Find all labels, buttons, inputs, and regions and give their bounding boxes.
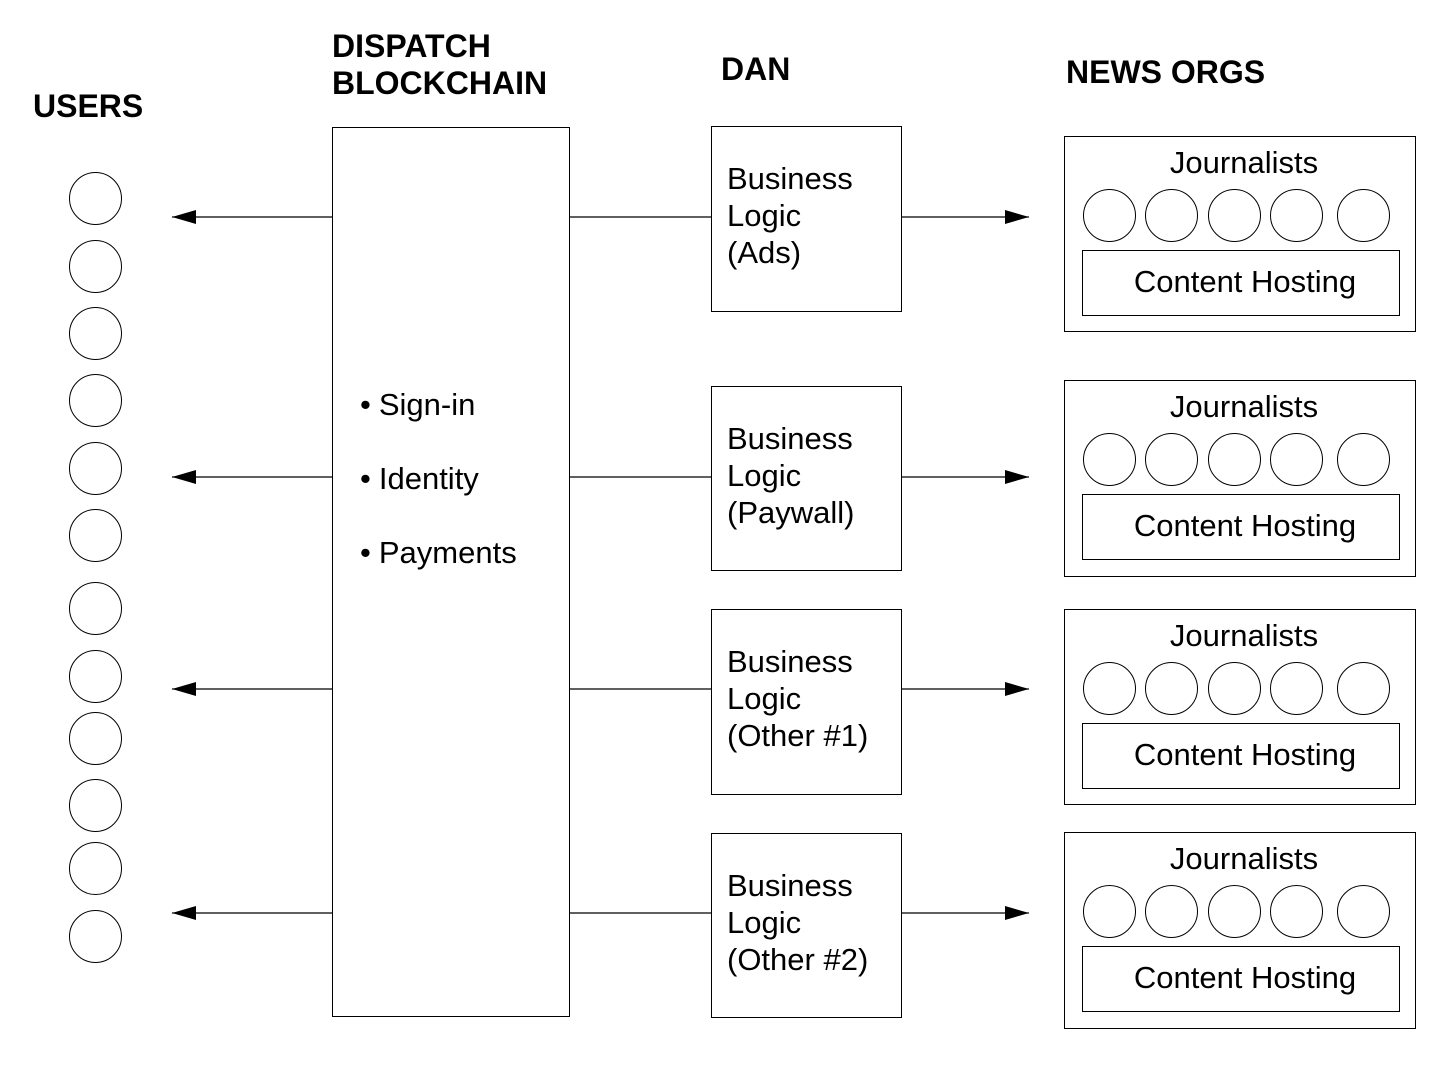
journalist-circle bbox=[1336, 884, 1390, 938]
content-hosting-label: Content Hosting bbox=[1133, 264, 1357, 299]
journalist-circle bbox=[1207, 432, 1261, 486]
business-logic-line3: (Paywall) bbox=[727, 495, 855, 530]
journalist-circle bbox=[1082, 661, 1136, 715]
business-logic-line1: Business bbox=[727, 161, 853, 196]
business-logic-line3: (Other #2) bbox=[727, 942, 869, 977]
business-logic-other1-box: Business Logic (Other #1) bbox=[711, 609, 902, 795]
user-circle bbox=[68, 239, 122, 293]
business-logic-label: Business Logic (Paywall) bbox=[727, 420, 854, 531]
user-circle bbox=[68, 441, 122, 495]
news-org-box: Journalists Content Hosting bbox=[1064, 609, 1416, 805]
blockchain-feature-list: Sign-in Identity Payments bbox=[360, 386, 517, 608]
journalist-circle bbox=[1082, 432, 1136, 486]
business-logic-line1: Business bbox=[727, 868, 853, 903]
journalists-label: Journalists bbox=[1169, 389, 1319, 424]
business-logic-line2: Logic bbox=[727, 198, 802, 233]
business-logic-ads-box: Business Logic (Ads) bbox=[711, 126, 902, 312]
business-logic-line2: Logic bbox=[727, 458, 802, 493]
journalists-label: Journalists bbox=[1169, 841, 1319, 876]
journalist-circle bbox=[1336, 188, 1390, 242]
blockchain-header: DISPATCH BLOCKCHAIN bbox=[332, 28, 547, 102]
content-hosting-label: Content Hosting bbox=[1133, 960, 1357, 995]
content-hosting-box: Content Hosting bbox=[1082, 946, 1400, 1012]
user-circle bbox=[68, 841, 122, 895]
content-hosting-box: Content Hosting bbox=[1082, 494, 1400, 560]
user-circle bbox=[68, 373, 122, 427]
journalist-circle bbox=[1144, 661, 1198, 715]
news-org-box: Journalists Content Hosting bbox=[1064, 380, 1416, 577]
dispatch-blockchain-box: Sign-in Identity Payments bbox=[332, 127, 570, 1017]
user-circle bbox=[68, 508, 122, 562]
news-org-box: Journalists Content Hosting bbox=[1064, 832, 1416, 1029]
journalist-circle bbox=[1144, 884, 1198, 938]
business-logic-line3: (Other #1) bbox=[727, 718, 869, 753]
business-logic-line3: (Ads) bbox=[727, 235, 802, 270]
business-logic-line1: Business bbox=[727, 421, 853, 456]
feature-payments: Payments bbox=[360, 534, 517, 608]
feature-sign-in: Sign-in bbox=[360, 386, 517, 460]
user-circle bbox=[68, 778, 122, 832]
user-circle bbox=[68, 909, 122, 963]
business-logic-line1: Business bbox=[727, 644, 853, 679]
journalist-circle bbox=[1269, 884, 1323, 938]
journalist-circle bbox=[1144, 432, 1198, 486]
journalist-circle bbox=[1269, 188, 1323, 242]
content-hosting-box: Content Hosting bbox=[1082, 250, 1400, 316]
business-logic-label: Business Logic (Other #2) bbox=[727, 867, 868, 978]
dan-header: DAN bbox=[721, 51, 791, 87]
user-circle bbox=[68, 306, 122, 360]
users-header: USERS bbox=[33, 88, 144, 124]
news-org-box: Journalists Content Hosting bbox=[1064, 136, 1416, 332]
business-logic-other2-box: Business Logic (Other #2) bbox=[711, 833, 902, 1018]
user-circle bbox=[68, 711, 122, 765]
journalist-circle bbox=[1082, 884, 1136, 938]
journalist-circle bbox=[1207, 661, 1261, 715]
content-hosting-label: Content Hosting bbox=[1133, 737, 1357, 772]
journalist-circle bbox=[1269, 432, 1323, 486]
business-logic-line2: Logic bbox=[727, 681, 802, 716]
journalist-circle bbox=[1336, 661, 1390, 715]
journalist-circle bbox=[1269, 661, 1323, 715]
business-logic-label: Business Logic (Other #1) bbox=[727, 643, 868, 754]
business-logic-line2: Logic bbox=[727, 905, 802, 940]
business-logic-label: Business Logic (Ads) bbox=[727, 160, 853, 271]
journalists-label: Journalists bbox=[1169, 145, 1319, 180]
journalist-circle bbox=[1336, 432, 1390, 486]
journalist-circle bbox=[1144, 188, 1198, 242]
content-hosting-label: Content Hosting bbox=[1133, 508, 1357, 543]
user-circle bbox=[68, 649, 122, 703]
journalist-circle bbox=[1207, 188, 1261, 242]
blockchain-header-line1: DISPATCH bbox=[332, 28, 491, 64]
news-orgs-header: NEWS ORGS bbox=[1066, 54, 1266, 90]
journalists-label: Journalists bbox=[1169, 618, 1319, 653]
feature-identity: Identity bbox=[360, 460, 517, 534]
business-logic-paywall-box: Business Logic (Paywall) bbox=[711, 386, 902, 571]
journalist-circle bbox=[1082, 188, 1136, 242]
journalist-circle bbox=[1207, 884, 1261, 938]
content-hosting-box: Content Hosting bbox=[1082, 723, 1400, 789]
user-circle bbox=[68, 581, 122, 635]
blockchain-header-line2: BLOCKCHAIN bbox=[332, 65, 548, 101]
user-circle bbox=[68, 171, 122, 225]
